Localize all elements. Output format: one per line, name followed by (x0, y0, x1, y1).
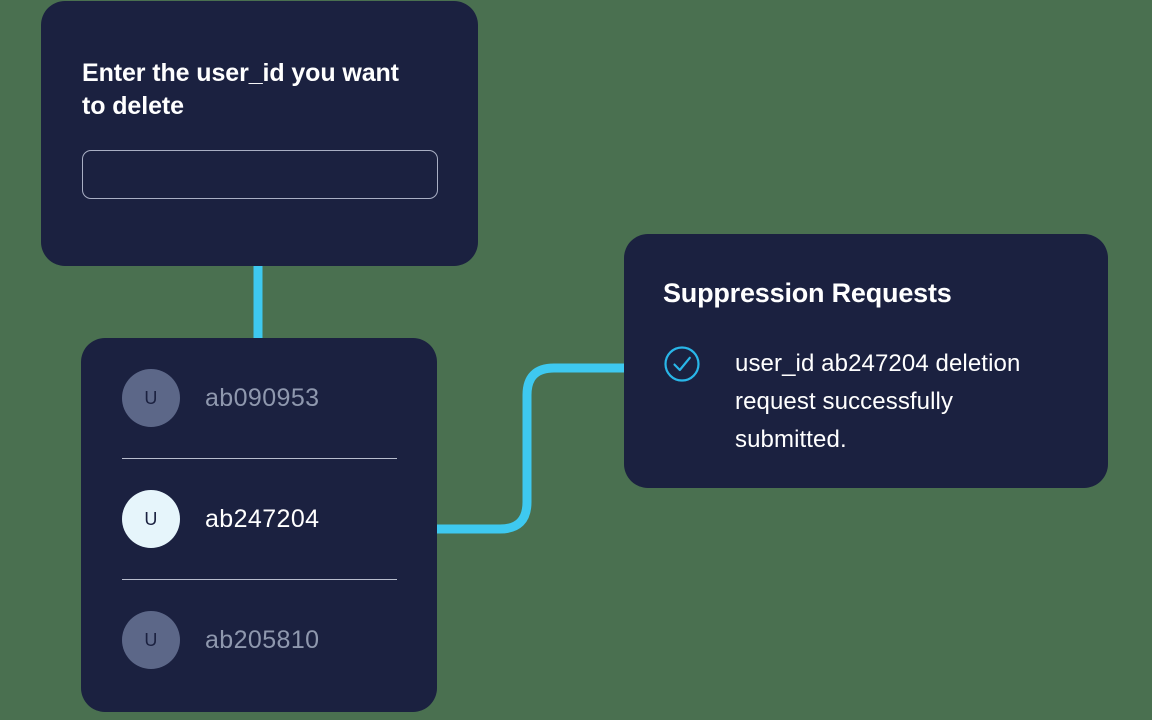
list-item[interactable]: U ab205810 (81, 580, 437, 700)
status-message: user_id ab247204 deletion request succes… (735, 350, 1021, 454)
suppression-request-item: user_id ab247204 deletion request succes… (663, 345, 1068, 459)
list-item[interactable]: U ab247204 (81, 459, 437, 579)
prompt-card: Enter the user_id you want to delete (41, 1, 478, 266)
list-divider (122, 458, 397, 459)
user-id-label: ab205810 (205, 625, 320, 654)
page-title: Suppression Requests (663, 278, 952, 308)
prompt-title: Enter the user_id you want to delete (82, 59, 399, 121)
user-id-label: ab247204 (205, 504, 320, 533)
suppression-requests-card: Suppression Requests user_id ab247204 de… (624, 234, 1108, 488)
list-divider (122, 579, 397, 580)
avatar: U (122, 369, 180, 427)
check-circle-icon (664, 346, 700, 382)
avatar: U (122, 490, 180, 548)
list-item[interactable]: U ab090953 (81, 338, 437, 458)
user-id-input[interactable] (82, 149, 438, 199)
user-list-card: U ab090953 U ab247204 U ab205810 (81, 338, 437, 712)
connector-userlist-to-suppression (433, 363, 628, 534)
user-id-label: ab090953 (205, 383, 320, 412)
avatar: U (122, 611, 180, 669)
